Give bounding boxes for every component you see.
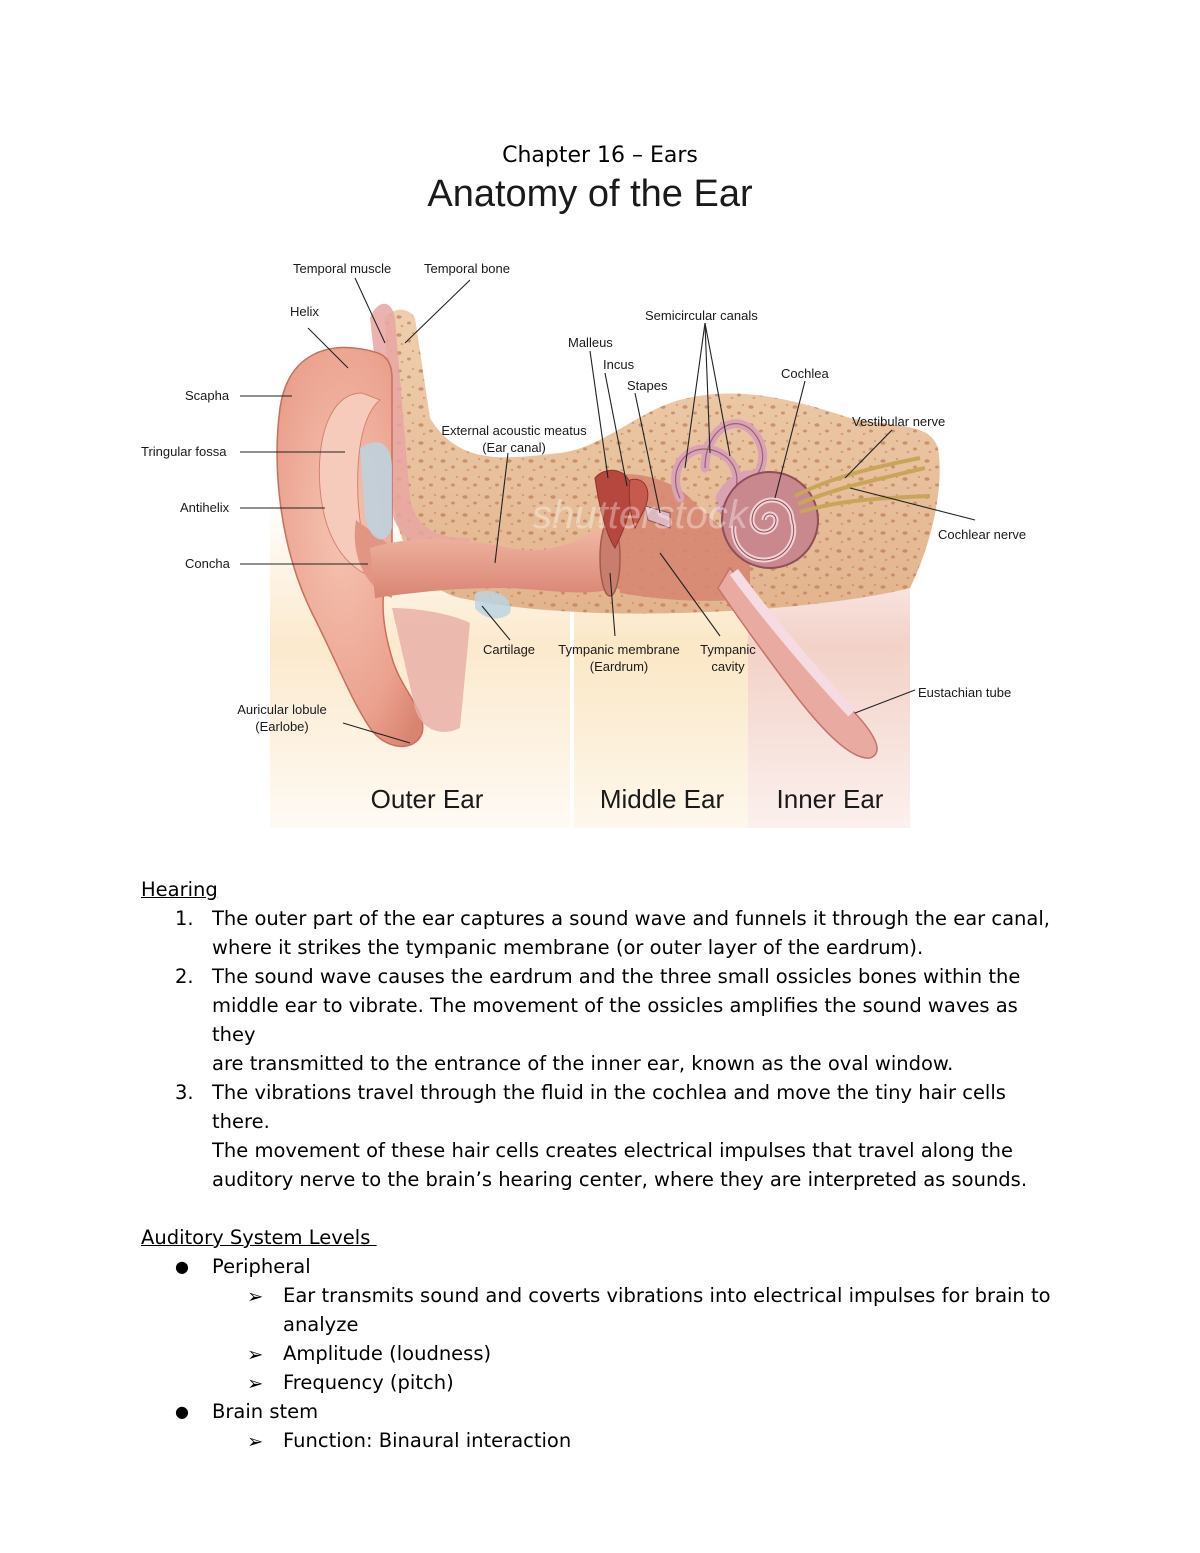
label-eustachian-tube: Eustachian tube: [918, 685, 1011, 700]
list-item: ➢ Function: Binaural interaction: [212, 1426, 1061, 1455]
leader-lines: [240, 277, 976, 744]
region-inner-ear: Inner Ear: [777, 784, 884, 814]
cartilage-lower-shape: [475, 590, 511, 619]
auditory-levels-list: ● Peripheral ➢ Ear transmits sound and c…: [141, 1252, 1061, 1455]
label-cochlear-nerve: Cochlear nerve: [938, 527, 1026, 542]
label-tympanic-cavity: Tympanic: [700, 642, 756, 657]
label-concha: Concha: [185, 556, 231, 571]
label-temporal-bone: Temporal bone: [424, 261, 510, 276]
temporal-muscle-shape: [370, 303, 470, 555]
step-number: 2.: [175, 965, 194, 988]
list-item: ➢ Ear transmits sound and coverts vibrat…: [212, 1281, 1061, 1339]
list-item: ➢ Frequency (pitch): [212, 1368, 1061, 1397]
malleus-shape: [594, 469, 632, 549]
cochlea-shape: [721, 471, 819, 569]
label-vestibular-nerve: Vestibular nerve: [852, 414, 945, 429]
list-item: ➢ Amplitude (loudness): [212, 1339, 1061, 1368]
bullet-icon: ●: [175, 1402, 189, 1421]
region-outer-ear: Outer Ear: [371, 784, 484, 814]
lower-tissue-shape: [392, 608, 470, 732]
label-incus: Incus: [603, 357, 635, 372]
list-item: 1. The outer part of the ear captures a …: [141, 904, 1061, 962]
label-scapha: Scapha: [185, 388, 230, 403]
cartilage-shape: [360, 442, 392, 540]
hearing-steps-list: 1. The outer part of the ear captures a …: [141, 904, 1061, 1194]
nerve-bundle-shape: [794, 456, 931, 514]
step-line: auditory nerve to the brain’s hearing ce…: [212, 1168, 1028, 1191]
region-middle-ear: Middle Ear: [600, 784, 725, 814]
sub-item-line: Amplitude (loudness): [283, 1342, 492, 1365]
hearing-heading: Hearing: [141, 878, 218, 901]
watermark: shutterstock: [532, 493, 750, 537]
step-line: The sound wave causes the eardrum and th…: [212, 965, 1021, 988]
arrow-bullet-icon: ➢: [247, 1343, 264, 1366]
list-item: 3. The vibrations travel through the flu…: [141, 1078, 1061, 1194]
incus-shape: [628, 478, 649, 530]
level-label: Brain stem: [212, 1400, 319, 1423]
step-line: middle ear to vibrate. The movement of t…: [212, 994, 1018, 1046]
stapes-shape: [644, 505, 671, 529]
sub-item-line: Frequency (pitch): [283, 1371, 454, 1394]
step-line: The vibrations travel through the fluid …: [212, 1081, 1006, 1133]
level-label: Peripheral: [212, 1255, 311, 1278]
sub-item-line: analyze: [283, 1313, 359, 1336]
auditory-heading: Auditory System Levels: [141, 1226, 377, 1249]
arrow-bullet-icon: ➢: [247, 1430, 264, 1453]
list-item: ● Brain stem ➢ Function: Binaural intera…: [141, 1397, 1061, 1455]
label-stapes: Stapes: [627, 378, 668, 393]
label-cochlea: Cochlea: [781, 366, 829, 381]
arrow-bullet-icon: ➢: [247, 1372, 264, 1395]
sub-list: ➢ Function: Binaural interaction: [212, 1426, 1061, 1455]
label-semicircular-canals: Semicircular canals: [645, 308, 758, 323]
notes-body: Hearing 1. The outer part of the ear cap…: [141, 875, 1061, 1455]
sub-item-line: Ear transmits sound and coverts vibratio…: [283, 1284, 1051, 1307]
label-cartilage: Cartilage: [483, 642, 535, 657]
sub-item-line: Function: Binaural interaction: [283, 1429, 572, 1452]
label-tringular-fossa: Tringular fossa: [141, 444, 227, 459]
label-tympanic-membrane: Tympanic membrane: [558, 642, 679, 657]
label-external-acoustic-meatus: External acoustic meatus: [441, 423, 587, 438]
step-number: 1.: [175, 907, 194, 930]
list-item: ● Peripheral ➢ Ear transmits sound and c…: [141, 1252, 1061, 1397]
ear-anatomy-figure: Anatomy of the Ear: [130, 168, 1080, 840]
label-ear-canal: (Ear canal): [482, 440, 546, 455]
arrow-bullet-icon: ➢: [247, 1285, 264, 1308]
label-temporal-muscle: Temporal muscle: [293, 261, 391, 276]
step-line: The movement of these hair cells creates…: [212, 1139, 1013, 1162]
sub-list: ➢ Ear transmits sound and coverts vibrat…: [212, 1281, 1061, 1397]
ear-canal-shape: [370, 528, 618, 598]
figure-title: Anatomy of the Ear: [427, 173, 753, 215]
label-antihelix: Antihelix: [180, 500, 230, 515]
step-line: where it strikes the tympanic membrane (…: [212, 936, 924, 959]
step-line: The outer part of the ear captures a sou…: [212, 907, 1050, 930]
step-number: 3.: [175, 1081, 194, 1104]
step-line: are transmitted to the entrance of the i…: [212, 1052, 954, 1075]
label-malleus: Malleus: [568, 335, 613, 350]
list-item: 2. The sound wave causes the eardrum and…: [141, 962, 1061, 1078]
bullet-icon: ●: [175, 1257, 189, 1276]
label-earlobe: (Earlobe): [255, 719, 308, 734]
label-helix: Helix: [290, 304, 319, 319]
label-eardrum: (Eardrum): [590, 659, 649, 674]
label-cavity: cavity: [711, 659, 745, 674]
ear-anatomy-diagram: Anatomy of the Ear: [141, 173, 1026, 828]
label-auricular-lobule: Auricular lobule: [237, 702, 327, 717]
page-title: Chapter 16 – Ears: [502, 143, 698, 168]
section-spacer: [141, 1194, 1061, 1223]
